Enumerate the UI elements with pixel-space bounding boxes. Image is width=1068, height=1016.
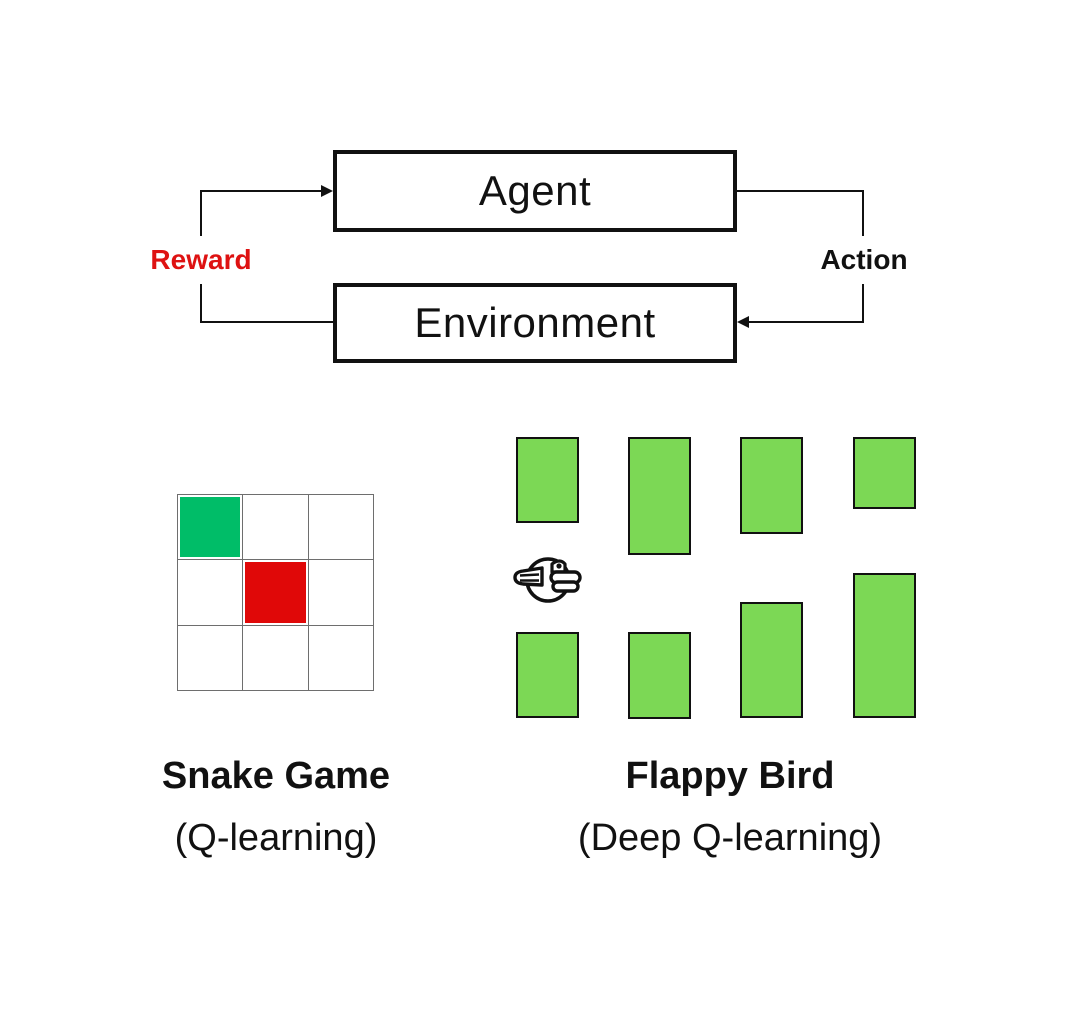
flappy-pipe — [853, 573, 916, 718]
snake-subtitle: (Q-learning) — [174, 817, 378, 859]
snake-grid-cell — [178, 495, 243, 560]
snake-game-grid — [177, 494, 374, 691]
snake-head-cell — [180, 497, 241, 558]
snake-grid-cell — [308, 625, 373, 690]
agent-box: Agent — [333, 150, 737, 232]
reward-label: Reward — [141, 236, 261, 284]
snake-grid-cell — [308, 495, 373, 560]
flappy-pipe — [740, 437, 803, 534]
flappy-bird-icon — [512, 552, 582, 606]
action-arrow-line-bottom — [744, 321, 864, 323]
flappy-pipe — [740, 602, 803, 718]
food-cell — [245, 562, 306, 623]
flappy-title: Flappy Bird — [625, 755, 835, 797]
environment-box: Environment — [333, 283, 737, 363]
snake-grid-cell — [243, 560, 308, 625]
flappy-subtitle: (Deep Q-learning) — [577, 817, 883, 859]
arrowhead-into-environment — [737, 316, 749, 328]
flappy-pipe — [516, 437, 579, 523]
snake-grid-cell — [243, 495, 308, 560]
agent-box-label: Agent — [478, 167, 592, 214]
flappy-pipe — [516, 632, 579, 718]
flappy-caption: Flappy Bird (Deep Q-learning) — [520, 745, 940, 869]
snake-title: Snake Game — [161, 755, 391, 797]
action-label: Action — [804, 236, 924, 284]
environment-box-label: Environment — [414, 299, 656, 346]
reward-arrow-line-bottom — [200, 321, 333, 323]
snake-grid-cell — [178, 560, 243, 625]
snake-grid-cell — [178, 625, 243, 690]
reward-arrow-line-top — [200, 190, 330, 192]
action-arrow-line-top — [737, 190, 864, 192]
flappy-pipe — [628, 437, 691, 555]
flappy-pipe — [853, 437, 916, 509]
snake-grid-cell — [308, 560, 373, 625]
snake-caption: Snake Game (Q-learning) — [106, 745, 446, 869]
flappy-pipe — [628, 632, 691, 719]
snake-grid-cell — [243, 625, 308, 690]
arrowhead-into-agent — [321, 185, 333, 197]
